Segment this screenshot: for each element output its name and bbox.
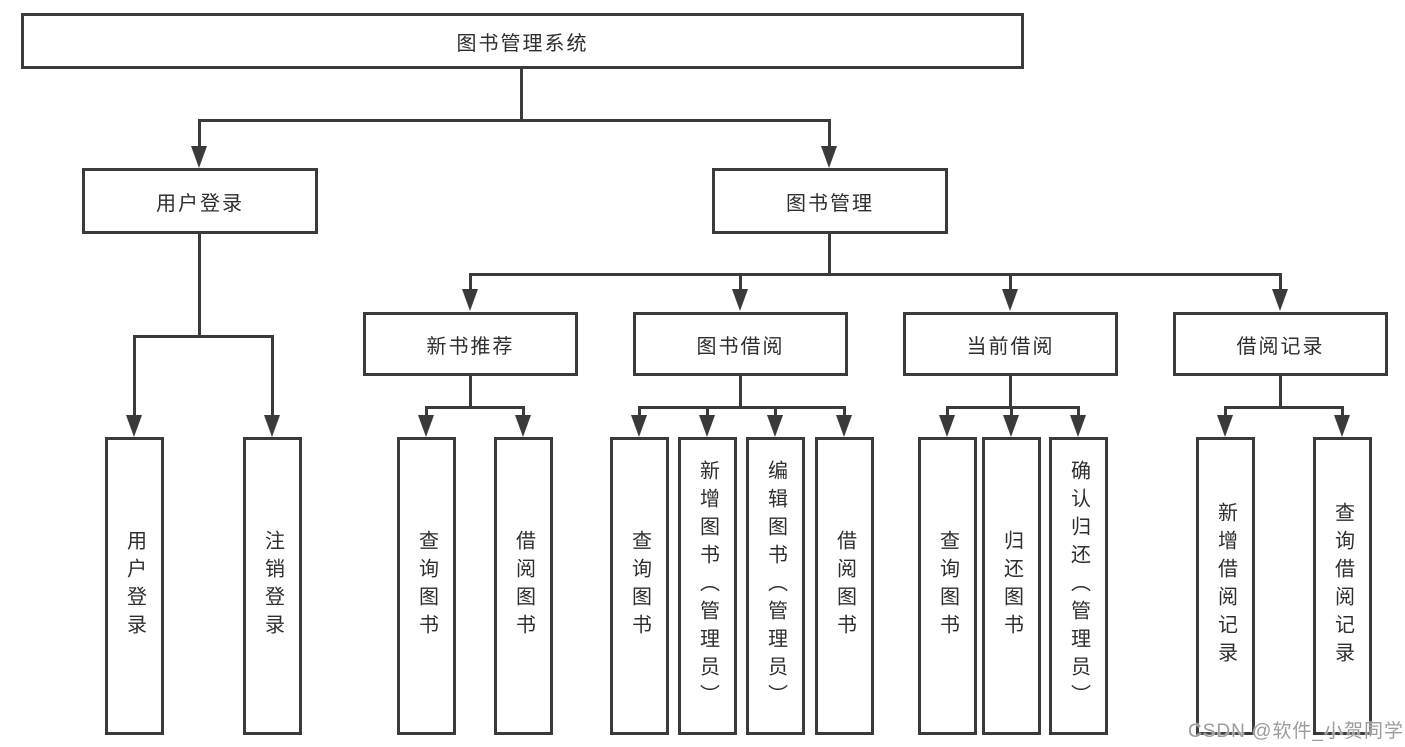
leaf-bb-borrow-books: 借阅图书 [815,437,874,735]
connector-stem-user-login [198,119,201,148]
leaf-cb-return-books: 归还图书 [982,437,1041,735]
leaf-bb-edit-books-admin-label: 编辑图书（管理员） [764,460,787,712]
node-borrow-records: 借阅记录 [1173,312,1388,376]
leaf-nb-borrow-books-label: 借阅图书 [512,530,535,642]
node-book-borrow: 图书借阅 [633,312,848,376]
leaf-cb-query-books-label: 查询图书 [936,530,959,642]
leaf-logout-label: 注销登录 [261,530,284,642]
connector-stem-leaf-login [133,335,136,417]
connector-user-login-drop [198,234,201,337]
connector-stem-cb-leaf1 [946,406,949,417]
leaf-cb-return-books-label: 归还图书 [1000,530,1023,642]
leaf-nb-query-books: 查询图书 [397,437,456,735]
node-current-borrow: 当前借阅 [903,312,1118,376]
connector-stem-leaf-logout [271,335,274,417]
arrowhead-borrow-records [1272,289,1288,311]
node-borrow-records-label: 借阅记录 [1236,335,1325,358]
connector-stem-bb-leaf4 [843,406,846,417]
node-current-borrow-label: 当前借阅 [966,335,1055,358]
connector-new-books-drop [469,376,472,408]
node-user-login-label: 用户登录 [156,192,244,215]
connector-stem-borrow-records [1279,273,1282,291]
arrowhead-leaf-logout [264,415,280,437]
leaf-bb-query-books: 查询图书 [610,437,669,735]
connector-book-borrow-drop [739,376,742,408]
node-new-book-recommend-label: 新书推荐 [426,335,515,358]
leaf-cb-confirm-return-admin-label: 确认归还（管理员） [1067,460,1090,712]
arrowhead-leaf-login [126,415,142,437]
leaf-nb-query-books-label: 查询图书 [415,530,438,642]
arrowhead-bb-leaf4 [836,415,852,437]
node-user-login: 用户登录 [82,168,318,234]
connector-stem-br-leaf2 [1341,406,1344,417]
arrowhead-bb-leaf1 [631,415,647,437]
arrowhead-nb-leaf1 [418,415,434,437]
arrowhead-current-borrow [1002,289,1018,311]
arrowhead-cb-leaf1 [939,415,955,437]
leaf-cb-confirm-return-admin: 确认归还（管理员） [1049,437,1108,735]
connector-stem-new-books [469,273,472,291]
leaf-br-add-record: 新增借阅记录 [1196,437,1255,735]
connector-book-mgmt-drop [828,232,831,275]
connector-stem-cb-leaf2 [1010,406,1013,417]
leaf-user-login: 用户登录 [105,437,164,735]
arrowhead-br-leaf1 [1217,415,1233,437]
leaf-user-login-label: 用户登录 [123,530,146,642]
leaf-nb-borrow-books: 借阅图书 [494,437,553,735]
leaf-bb-borrow-books-label: 借阅图书 [833,530,856,642]
connector-stem-book-mgmt [828,119,831,148]
connector-level2-bar [198,119,831,122]
leaf-bb-add-books-admin-label: 新增图书（管理员） [696,460,719,712]
connector-stem-current-borrow [1009,273,1012,291]
leaf-bb-query-books-label: 查询图书 [628,530,651,642]
arrowhead-cb-leaf2 [1003,415,1019,437]
arrowhead-bb-leaf2 [699,415,715,437]
connector-stem-cb-leaf3 [1077,406,1080,417]
connector-user-login-bar [133,335,274,338]
arrowhead-bb-leaf3 [767,415,783,437]
node-book-borrow-label: 图书借阅 [696,335,785,358]
leaf-logout: 注销登录 [243,437,302,735]
leaf-cb-query-books: 查询图书 [918,437,977,735]
connector-stem-br-leaf1 [1224,406,1227,417]
arrowhead-br-leaf2 [1334,415,1350,437]
connector-stem-nb-leaf2 [522,406,525,417]
node-new-book-recommend: 新书推荐 [363,312,578,376]
arrowhead-book-borrow [732,289,748,311]
leaf-bb-edit-books-admin: 编辑图书（管理员） [746,437,805,735]
arrowhead-user-login [191,146,207,168]
arrowhead-nb-leaf2 [515,415,531,437]
connector-stem-bb-leaf1 [638,406,641,417]
leaf-br-query-record-label: 查询借阅记录 [1331,502,1354,670]
csdn-watermark: CSDN @软件_小贺同学 [1188,721,1404,742]
connector-book-borrow-bar [638,406,846,409]
node-book-management-label: 图书管理 [786,192,874,215]
connector-root-drop [520,68,523,121]
node-book-management: 图书管理 [712,168,948,234]
connector-stem-nb-leaf1 [425,406,428,417]
leaf-br-query-record: 查询借阅记录 [1313,437,1372,735]
arrowhead-new-books [462,289,478,311]
arrowhead-book-mgmt [821,146,837,168]
node-root: 图书管理系统 [21,13,1024,69]
connector-stem-bb-leaf2 [706,406,709,417]
leaf-bb-add-books-admin: 新增图书（管理员） [678,437,737,735]
connector-borrow-records-drop [1279,376,1282,408]
connector-level3-bar [469,273,1282,276]
arrowhead-cb-leaf3 [1070,415,1086,437]
connector-current-borrow-bar [946,406,1080,409]
connector-current-borrow-drop [1009,376,1012,408]
connector-stem-bb-leaf3 [774,406,777,417]
connector-new-books-bar [425,406,525,409]
connector-borrow-records-bar [1224,406,1344,409]
connector-stem-book-borrow [739,273,742,291]
leaf-br-add-record-label: 新增借阅记录 [1214,502,1237,670]
node-root-label: 图书管理系统 [456,32,589,55]
